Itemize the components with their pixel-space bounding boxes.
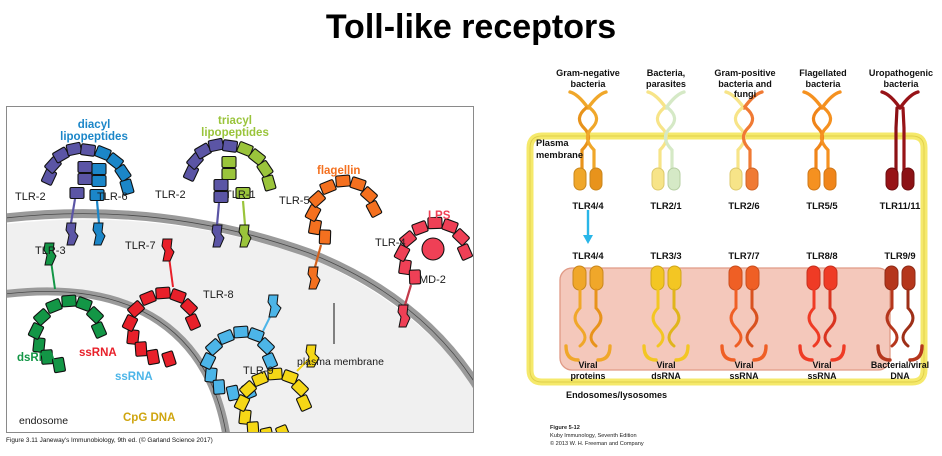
tlr4-lps-md2-complex: [393, 216, 473, 328]
right-figure-svg: [526, 90, 928, 386]
surface-tlr-2-1: [646, 90, 686, 191]
tlr7-ssrna-complex: [121, 238, 202, 368]
endosomal-tlr-label-3-3: TLR3/3: [650, 250, 682, 261]
receptor-label-tlr3: TLR-3: [35, 245, 66, 257]
ligand-label-ssrna-tlr7: ssRNA: [79, 347, 117, 359]
page-title: Toll-like receptors: [325, 8, 617, 46]
ligand-label-lps: LPS: [428, 210, 451, 222]
surface-tlr-11-11: [880, 90, 920, 191]
right-plasma-membrane-label: Plasma membrane: [536, 138, 584, 160]
plasma-membrane-outline-edge: [529, 135, 925, 383]
left-figure-svg: [7, 137, 473, 432]
endosomal-tlr-7-7: [720, 265, 768, 362]
tlr9-cpgdna-complex: [233, 344, 320, 432]
receptor-label-tlr4: TLR-4: [375, 237, 406, 249]
endosomal-tlr-3-3: [642, 265, 690, 362]
endosomal-ligand-label-viral-dsrna: Viral dsRNA: [651, 360, 681, 381]
endosomal-tlr-8-8: [798, 265, 846, 362]
tlr2-tlr6-complex: [40, 141, 135, 246]
column-header-gram-positive: Gram-positive bacteria and fungi: [714, 68, 776, 100]
endosomal-ligand-label-viral-ssrna-8: Viral ssRNA: [807, 360, 837, 381]
left-figure-panel: diacyl lipopeptides triacyl lipopeptides…: [6, 106, 474, 433]
receptor-label-md2: MD-2: [419, 274, 446, 286]
column-header-bacteria-parasites: Bacteria, parasites: [646, 68, 686, 89]
tlr3-dsrna-complex: [27, 242, 108, 374]
receptor-label-tlr1: TLR-1: [225, 189, 256, 201]
plasma-membrane-edge: [7, 213, 473, 381]
receptor-label-tlr8: TLR-8: [203, 289, 234, 301]
receptor-label-tlr6: TLR-6: [97, 191, 128, 203]
endosomal-tlr-label-9-9: TLR9/9: [884, 250, 916, 261]
ligand-label-cpgdna: CpG DNA: [123, 412, 176, 424]
endosome-label: endosome: [19, 415, 69, 427]
ligand-label-triacyl: triacyl lipopeptides: [201, 115, 269, 139]
endosomal-tlr-4-4: [564, 265, 612, 362]
surface-tlr-label-11-11: TLR11/11: [879, 200, 921, 211]
md2-circle: [421, 237, 445, 261]
receptor-label-tlr2-right: TLR-2: [155, 189, 186, 201]
surface-tlr-row: [568, 90, 920, 191]
receptor-label-tlr5: TLR-5: [279, 195, 310, 207]
column-header-uropathogenic: Uropathogenic bacteria: [868, 68, 934, 89]
endosomal-tlr-label-7-7: TLR7/7: [728, 250, 760, 261]
plasma-membrane-label: plasma membrane: [297, 356, 384, 368]
tlr8-ssrna-complex: [199, 294, 282, 402]
ligand-label-dsrna: dsRNA: [17, 352, 56, 364]
endosomal-ligand-label-viral-ssrna-7: Viral ssRNA: [729, 360, 759, 381]
right-caption-line2: Kuby Immunology, Seventh Edition: [550, 433, 637, 440]
column-header-flagellated: Flagellated bacteria: [799, 68, 847, 89]
right-caption-line3: © 2013 W. H. Freeman and Company: [550, 441, 644, 448]
surface-tlr-4-4: [568, 90, 608, 191]
tlr2-tlr1-complex: [182, 137, 277, 248]
endosomal-ligand-label-viral-proteins: Viral proteins: [570, 360, 606, 381]
receptor-label-tlr2-left: TLR-2: [15, 191, 46, 203]
surface-tlr-5-5: [802, 90, 842, 191]
surface-tlr-2-6: [724, 90, 764, 191]
ligand-label-ssrna-tlr8: ssRNA: [115, 371, 153, 383]
endosome-fill: [7, 293, 225, 432]
right-figure-caption: Figure 5-12 Kuby Immunology, Seventh Edi…: [550, 424, 850, 448]
ligand-label-diacyl: diacyl lipopeptides: [60, 119, 128, 143]
tlr5-flagellin-complex: [304, 174, 383, 290]
ligand-label-flagellin: flagellin: [317, 165, 361, 177]
tlr4-transport-arrow: [583, 210, 593, 244]
endosomal-tlr-9-9: [876, 265, 924, 362]
right-caption-line1: Figure 5-12: [550, 425, 580, 431]
left-figure-caption: Figure 3.11 Janeway's Immunobiology, 9th…: [6, 437, 213, 444]
right-figure-panel: Gram-negative bacteria Bacteria, parasit…: [520, 68, 940, 415]
endosomal-tlr-row: [564, 265, 924, 362]
surface-tlr-label-4-4: TLR4/4: [572, 200, 604, 211]
receptor-label-tlr9: TLR-9: [243, 365, 274, 377]
surface-tlr-label-5-5: TLR5/5: [806, 200, 838, 211]
surface-tlr-label-2-6: TLR2/6: [728, 200, 760, 211]
column-header-gram-negative: Gram-negative bacteria: [556, 68, 620, 89]
endosomal-ligand-label-bacterial-viral-dna: Bacterial/viral DNA: [870, 360, 930, 381]
surface-tlr-label-2-1: TLR2/1: [650, 200, 682, 211]
endosomal-tlr-label-4-4: TLR4/4: [572, 250, 604, 261]
endosomal-tlr-label-8-8: TLR8/8: [806, 250, 838, 261]
endosome-compartment: [559, 267, 891, 371]
receptor-label-tlr7: TLR-7: [125, 240, 156, 252]
endosomes-lysosomes-label: Endosomes/lysosomes: [566, 390, 668, 400]
